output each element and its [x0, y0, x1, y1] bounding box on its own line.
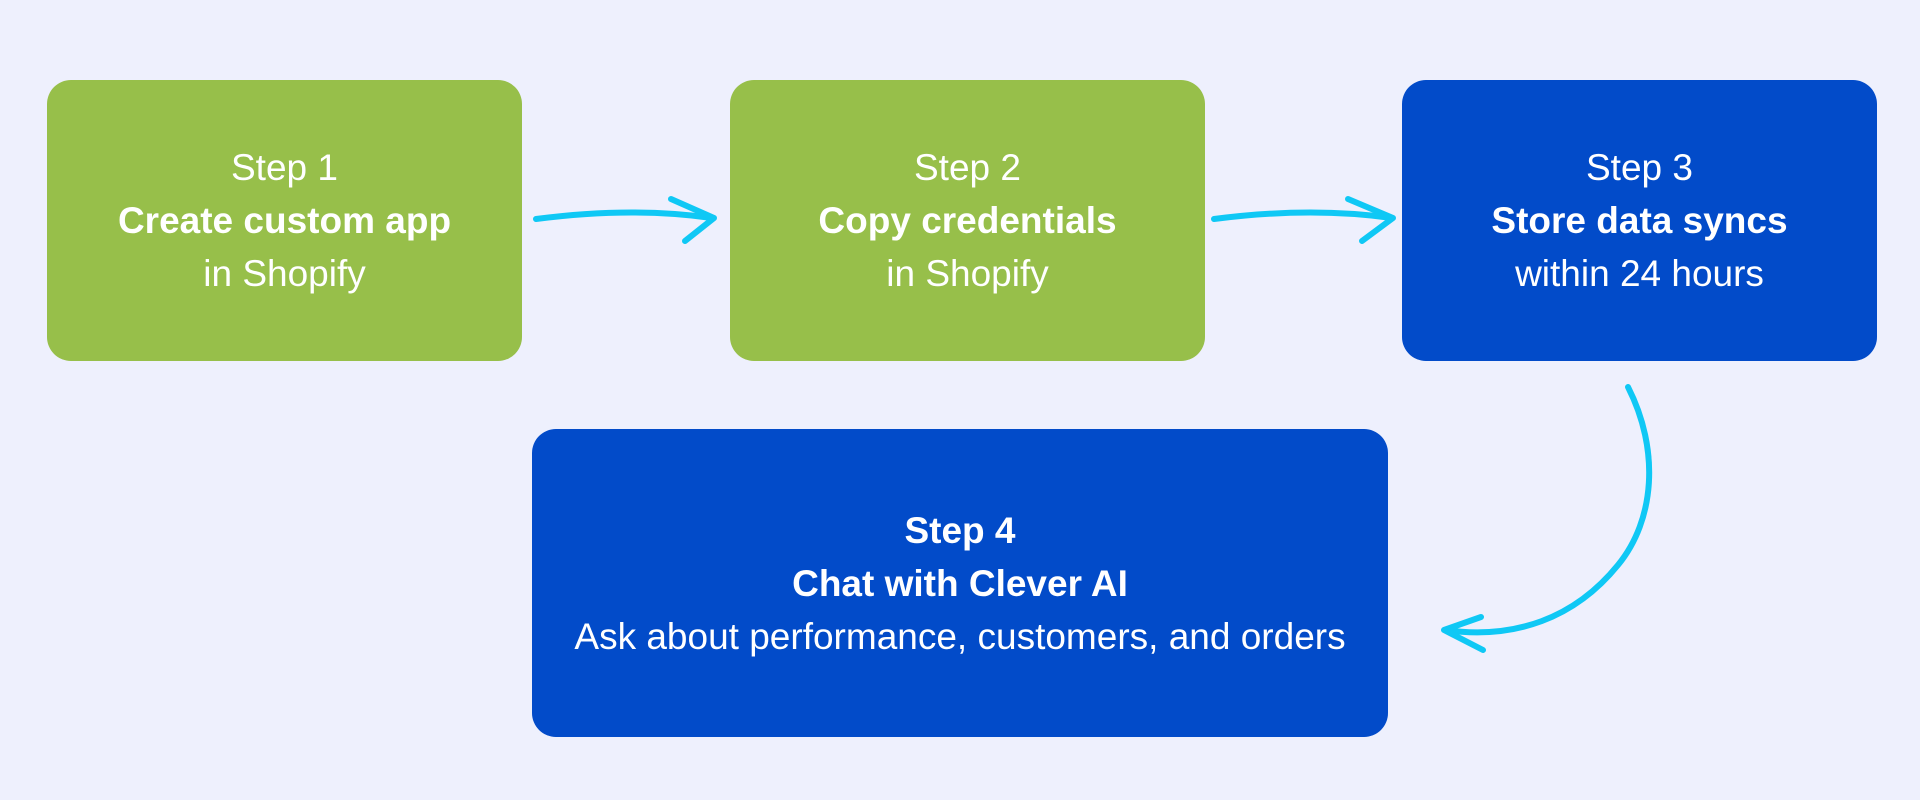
step-4-title: Chat with Clever AI	[792, 562, 1128, 604]
step-3-detail: within 24 hours	[1515, 253, 1764, 294]
step-4-detail: Ask about performance, customers, and or…	[574, 615, 1346, 657]
step-1-title: Create custom app	[117, 200, 452, 241]
arrow-step3-to-step4	[1441, 384, 1653, 653]
step-3-title: Store data syncs	[1491, 200, 1788, 241]
step-1-detail: in Shopify	[203, 253, 366, 294]
step-1-label: Step 1	[231, 147, 338, 188]
step-4-label: Step 4	[904, 509, 1016, 551]
step-2-detail: in Shopify	[886, 253, 1049, 294]
step-1-box: Step 1 Create custom app in Shopify	[47, 80, 522, 361]
step-2-title: Copy credentials	[818, 200, 1117, 241]
step-3-label: Step 3	[1586, 147, 1693, 188]
step-2-box: Step 2 Copy credentials in Shopify	[730, 80, 1205, 361]
step-4-box: Step 4 Chat with Clever AI Ask about per…	[532, 429, 1388, 737]
arrow-step1-to-step2	[533, 196, 717, 244]
step-3-box: Step 3 Store data syncs within 24 hours	[1402, 80, 1877, 361]
step-2-label: Step 2	[914, 147, 1021, 188]
arrow-step2-to-step3	[1211, 196, 1396, 244]
